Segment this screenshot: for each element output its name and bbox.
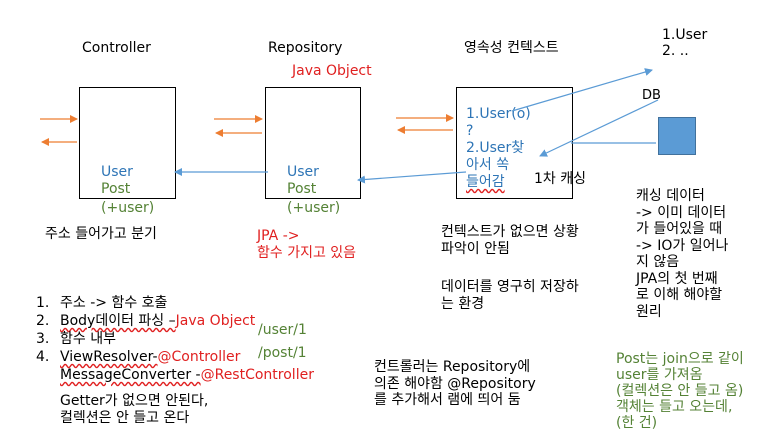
step-3-number: 3. (36, 331, 50, 347)
controller-header: Controller (82, 40, 151, 56)
path-post: /post/1 (258, 345, 307, 361)
step-3-text: 함수 내부 (60, 331, 116, 347)
step-4-text: ViewResolver-@Controller (60, 348, 240, 366)
arrow-context-to-repository-user (357, 171, 467, 184)
controller-user-label: User (101, 164, 133, 180)
step-4b-main: MessageConverter - (60, 367, 201, 383)
arrow-context-to-list (511, 68, 653, 112)
persistence-context-header: 영속성 컨텍스트 (464, 40, 559, 56)
top-right-list: 1.User 2. .. (662, 27, 708, 59)
join-note: Post는 join으로 같이 user를 가져옴 (컬렉션은 안 들고 옴) … (616, 351, 744, 431)
repository-java-object-note: Java Object (292, 63, 372, 79)
step-1-number: 1. (36, 295, 50, 311)
step-2-text: Body데이터 파싱 –Java Object (60, 312, 255, 330)
step-2-main: Body데이터 파싱 – (60, 313, 176, 329)
repository-header: Repository (268, 40, 343, 56)
controller-plus-user-label: (+user) (101, 200, 155, 216)
controller-post-label: Post (101, 181, 131, 197)
jpa-description: JPA -> 함수 가지고 있음 (257, 228, 357, 261)
repository-plus-user-label: (+user) (287, 200, 341, 216)
getter-note: Getter가 없으면 안된다, 컬렉션은 안 들고 온다 (60, 393, 209, 426)
arrow-list-to-context (539, 99, 659, 157)
caching-note: 캐싱 데이터 -> 이미 데이터 가 들어있을 때 -> IO가 일어나 지 않… (636, 188, 729, 320)
context-description-1: 컨텍스트가 없으면 상황 파악이 안됨 (441, 224, 579, 257)
context-line-2: ? (466, 123, 474, 139)
context-description-2: 데이터를 영구히 저장하 는 환경 (441, 279, 579, 312)
repository-box (265, 87, 361, 199)
repository-post-label: Post (287, 181, 317, 197)
repository-dependency-note: 컨트롤러는 Repository에 의존 해야함 @Repository 를 추… (374, 359, 536, 408)
step-1-text: 주소 -> 함수 호출 (60, 295, 168, 311)
step-4b-text: MessageConverter -@RestController (60, 366, 314, 384)
first-level-cache-label: 1차 캐싱 (534, 171, 586, 187)
step-2-extra: Java Object (175, 313, 256, 329)
path-user: /user/1 (258, 322, 307, 338)
context-line-4: 아서 쏙 (466, 157, 510, 173)
controller-box (79, 87, 176, 199)
context-line-3: 2.User찾 (466, 140, 525, 156)
step-2-number: 2. (36, 313, 50, 329)
context-line-5: 들어감 (466, 174, 505, 190)
controller-description: 주소 들어가고 분기 (45, 226, 157, 242)
step-4-number: 4. (36, 349, 50, 365)
repository-user-label: User (287, 164, 319, 180)
step-4b-extra: @RestController (200, 367, 314, 383)
step-4-main: ViewResolver- (60, 349, 158, 365)
step-4-extra: @Controller (157, 349, 241, 365)
database-square (658, 117, 696, 155)
db-label: DB (642, 88, 661, 103)
